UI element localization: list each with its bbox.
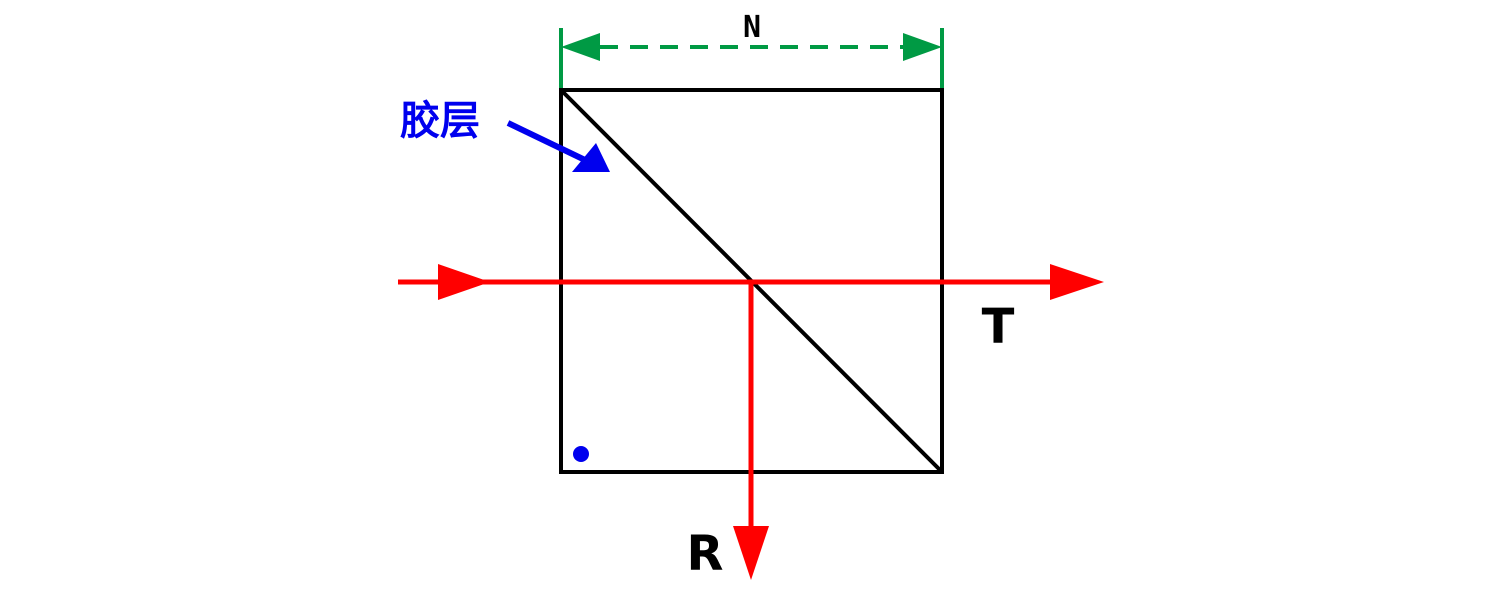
glue-layer-arrowhead	[572, 143, 610, 172]
dimension-left-arrowhead	[561, 33, 600, 61]
dimension-label: N	[743, 10, 761, 45]
glue-layer-label: 胶层	[400, 98, 480, 144]
reflected-beam: R	[687, 282, 769, 582]
polarization-dot-marker	[573, 446, 589, 462]
glue-layer-annotation: 胶层	[400, 98, 610, 172]
transmitted-label: T	[982, 299, 1015, 355]
incident-arrowhead	[438, 264, 490, 300]
incident-transmitted-beam: T	[398, 264, 1104, 355]
dimension-right-arrowhead	[903, 33, 942, 61]
dimension-n: N	[559, 10, 944, 90]
transmitted-arrowhead	[1050, 264, 1104, 300]
reflected-label: R	[687, 526, 724, 582]
reflected-arrowhead	[733, 526, 769, 580]
glue-layer-arrow-shaft	[506, 120, 587, 163]
